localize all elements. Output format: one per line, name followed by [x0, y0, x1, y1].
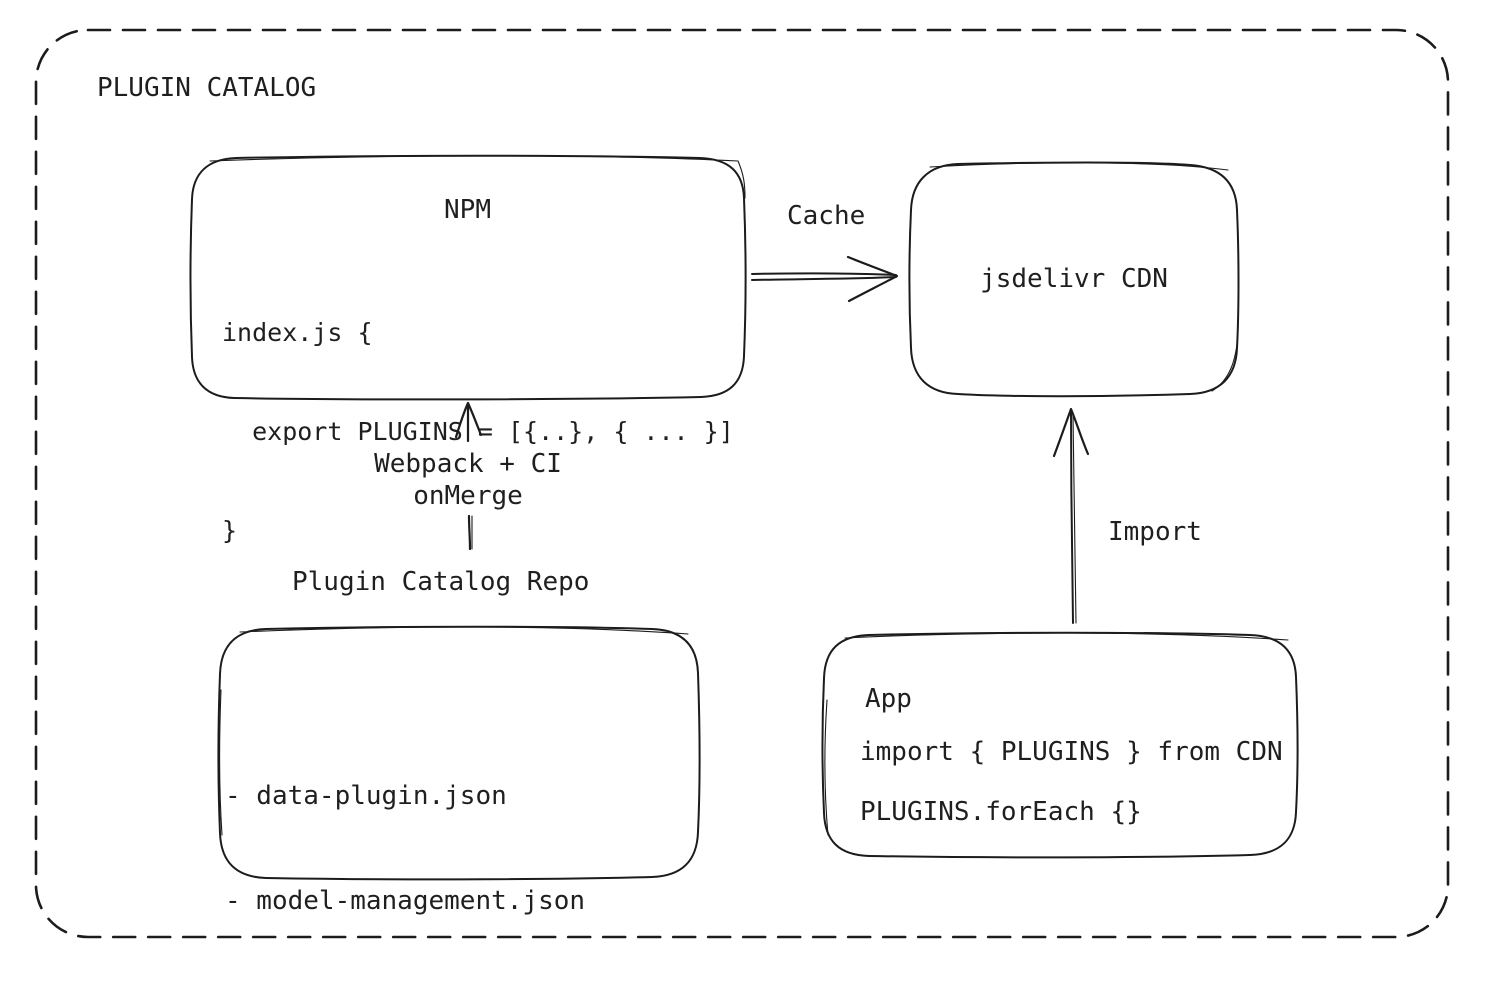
repo-title: Plugin Catalog Repo [292, 567, 590, 597]
cache-edge-label: Cache [787, 201, 866, 231]
app-node[interactable]: App import { PLUGINS } from CDN PLUGINS.… [823, 633, 1300, 857]
npm-code-line: index.js { [222, 318, 373, 347]
repo-file-item: - data-plugin.json [225, 781, 507, 811]
import-edge-label: Import [1108, 517, 1202, 547]
repo-file-list: - data-plugin.json - model-management.js… [225, 709, 585, 1002]
import-arrow[interactable] [1052, 407, 1090, 624]
repo-file-item: ... [225, 989, 585, 1002]
repo-file-item: - model-management.json [225, 886, 586, 916]
cdn-node[interactable]: jsdelivr CDN [910, 163, 1238, 395]
repo-node[interactable]: - data-plugin.json - model-management.js… [218, 627, 700, 1002]
app-code-line: PLUGINS.forEach {} [860, 797, 1142, 827]
app-code-line: import { PLUGINS } from CDN [860, 737, 1283, 767]
build-edge-label-line2: onMerge [413, 481, 523, 511]
repo-box-shape[interactable] [217, 625, 701, 881]
npm-code-line: export PLUGINS = [{..}, { ... }] [222, 417, 734, 446]
npm-title: NPM [444, 195, 491, 225]
npm-code-line: } [222, 516, 238, 545]
catalog-title: PLUGIN CATALOG [97, 73, 317, 103]
npm-code: index.js { export PLUGINS = [{..}, { ...… [222, 250, 734, 613]
cdn-box-shape[interactable] [908, 161, 1240, 398]
cache-arrow[interactable] [751, 255, 899, 303]
app-title: App [865, 684, 912, 714]
plugin-catalog-frame[interactable] [34, 28, 1450, 939]
npm-node[interactable]: NPM index.js { export PLUGINS = [{..}, {… [190, 155, 745, 545]
cdn-label: jsdelivr CDN [980, 264, 1168, 294]
build-edge-label-line1: Webpack + CI [374, 449, 562, 479]
app-box-shape[interactable] [821, 631, 1299, 859]
build-arrow[interactable] [454, 401, 483, 551]
npm-box-shape[interactable] [189, 154, 747, 401]
